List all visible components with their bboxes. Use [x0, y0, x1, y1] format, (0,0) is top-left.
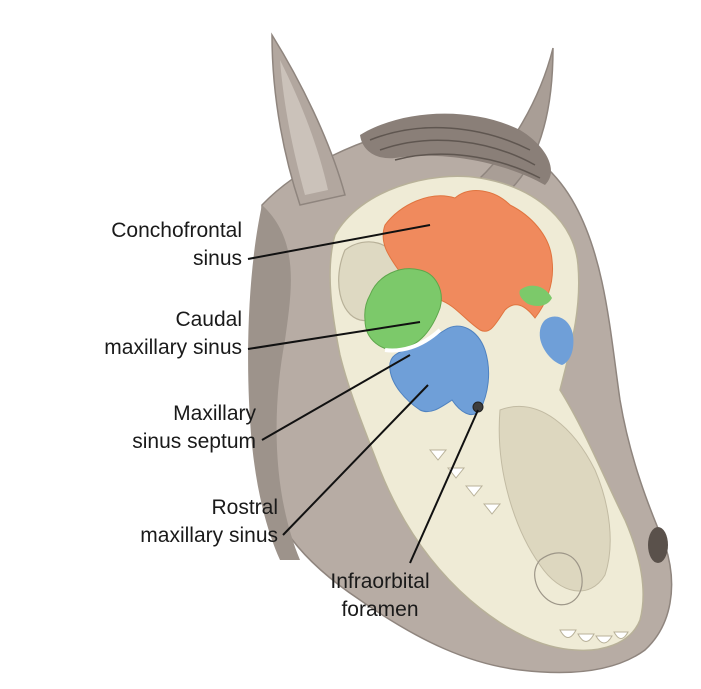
- left-ear: [271, 32, 346, 206]
- label-conchofrontal-sinus: Conchofrontal sinus: [60, 217, 242, 273]
- label-maxillary-sinus-septum: Maxillary sinus septum: [60, 400, 256, 456]
- teeth: [428, 449, 629, 644]
- leader-conchofrontal: [247, 224, 431, 260]
- left-ear-inner: [280, 60, 328, 195]
- leader-rostral: [282, 384, 429, 536]
- label-rostral-maxillary-sinus: Rostral maxillary sinus: [70, 494, 278, 550]
- caudal-maxillary-sinus-caudal-part: [519, 285, 552, 306]
- label-caudal-maxillary-sinus: Caudal maxillary sinus: [50, 306, 242, 362]
- label-line: foramen: [341, 598, 419, 621]
- label-line: sinus septum: [132, 430, 256, 453]
- leader-infraorbital: [409, 409, 479, 564]
- label-infraorbital-foramen: Infraorbital foramen: [300, 568, 460, 624]
- nasal-region: [498, 405, 611, 592]
- forelock-strands: [369, 126, 541, 179]
- nostril: [648, 527, 668, 563]
- maxillary-sinus-septum: [384, 328, 442, 353]
- nostril-circle: [534, 552, 583, 606]
- leader-septum: [261, 354, 411, 441]
- label-line: Maxillary: [173, 402, 256, 425]
- leader-lines: [247, 224, 479, 564]
- label-line: Caudal: [175, 308, 242, 331]
- caudal-maxillary-sinus: [364, 268, 442, 351]
- forelock: [360, 113, 551, 185]
- neck-shadow: [248, 205, 300, 560]
- rostral-maxillary-sinus-caudal-part: [539, 316, 574, 365]
- label-line: Infraorbital: [330, 570, 430, 593]
- label-line: maxillary sinus: [140, 524, 278, 547]
- label-line: Rostral: [211, 496, 278, 519]
- label-line: Conchofrontal: [111, 219, 242, 242]
- label-line: maxillary sinus: [104, 336, 242, 359]
- leader-caudal: [247, 321, 421, 350]
- label-line: sinus: [192, 247, 242, 270]
